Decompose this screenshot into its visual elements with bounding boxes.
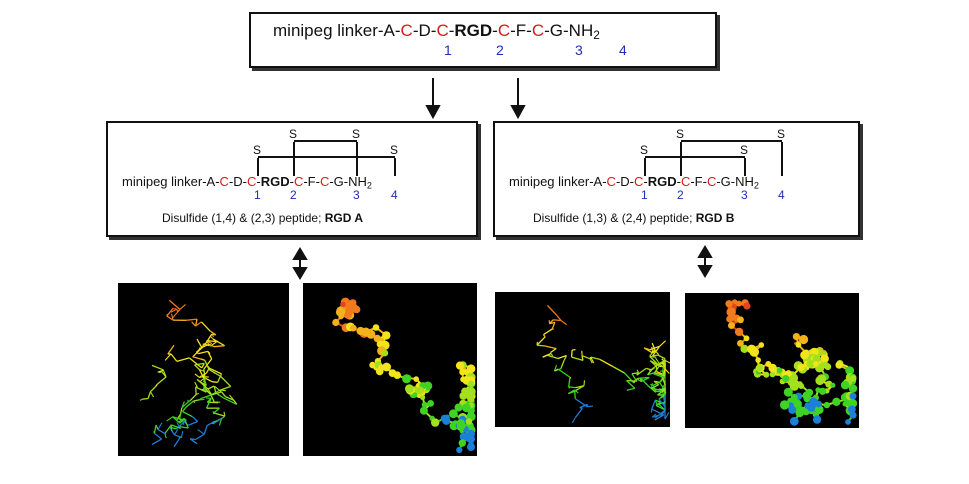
cysteine-residue: C: [633, 174, 644, 189]
rgd-b-sequence: minipeg linker-A-C-D-C-RGD-C-F-C-G-NH2: [509, 174, 759, 190]
sequence-segment: -D-: [412, 21, 437, 40]
sequence-segment: -G-NH: [716, 174, 754, 189]
cysteine-number: 4: [391, 188, 398, 202]
sequence-segment: -G-NH: [329, 174, 367, 189]
sequence-segment: -: [643, 174, 648, 189]
sequence-segment: minipeg linker-A-: [122, 174, 220, 189]
cysteine-residue: C: [400, 21, 413, 40]
cysteine-residue: C: [680, 174, 691, 189]
cysteine-residue: C: [219, 174, 229, 189]
cysteine-residue: C: [319, 174, 330, 189]
subscript: 2: [366, 180, 372, 191]
rgd-a-label: RGD A: [324, 211, 363, 225]
cysteine-residue: C: [293, 174, 304, 189]
rgd-a-caption: Disulfide (1,4) & (2,3) peptide; RGD A: [162, 211, 363, 225]
cysteine-number: 1: [641, 188, 648, 202]
cysteine-number: 2: [677, 188, 684, 202]
cysteine-number: 1: [254, 188, 261, 202]
cysteine-residue: C: [436, 21, 449, 40]
down-arrow-right: [510, 78, 526, 120]
sequence-segment: -D-: [228, 174, 247, 189]
rgd-a-box: [106, 121, 478, 237]
sequence-segment: -G-NH: [544, 21, 594, 40]
cysteine-residue: C: [497, 21, 511, 40]
sequence-segment: -F-: [510, 21, 532, 40]
cysteine-number: 3: [741, 188, 748, 202]
cysteine-residue: C: [606, 174, 616, 189]
sequence-segment: minipeg linker-A-: [273, 21, 401, 40]
sequence-segment: -: [289, 174, 294, 189]
linear-peptide-box: [249, 12, 717, 68]
cysteine-residue: C: [706, 174, 717, 189]
rgd-b-ball-stick-model: [685, 293, 859, 428]
rgd-b-caption: Disulfide (1,3) & (2,4) peptide; RGD B: [533, 211, 734, 225]
sequence-segment: -F-: [690, 174, 707, 189]
rgd-a-caption-text: Disulfide (1,4) & (2,3) peptide;: [162, 211, 322, 225]
cysteine-number: 2: [496, 42, 504, 58]
rgd-a-ball-stick-model: [303, 283, 477, 456]
rgd-b-caption-text: Disulfide (1,3) & (2,4) peptide;: [533, 211, 693, 225]
rgd-b-wireframe-model: [495, 292, 670, 427]
linear-peptide-sequence: minipeg linker-A-C-D-C-RGD-C-F-C-G-NH2: [273, 21, 600, 42]
cysteine-number: 3: [575, 42, 583, 58]
sequence-segment: -: [492, 21, 498, 40]
rgd-motif: RGD: [260, 174, 290, 189]
down-arrow-left: [425, 78, 441, 120]
sequence-segment: -D-: [615, 174, 634, 189]
sequence-segment: minipeg linker-A-: [509, 174, 607, 189]
rgd-b-label: RGD B: [695, 211, 735, 225]
sequence-segment: -: [256, 174, 261, 189]
double-arrow-left: [292, 247, 308, 280]
cysteine-number: 1: [444, 42, 452, 58]
rgd-a-sequence: minipeg linker-A-C-D-C-RGD-C-F-C-G-NH2: [122, 174, 372, 190]
cysteine-number: 2: [290, 188, 297, 202]
sequence-segment: -F-: [303, 174, 320, 189]
cysteine-residue: C: [531, 21, 545, 40]
cysteine-residue: C: [246, 174, 257, 189]
rgd-motif: RGD: [454, 21, 493, 40]
subscript: 2: [753, 180, 759, 191]
sequence-segment: -: [448, 21, 455, 40]
double-arrow-right: [697, 245, 713, 278]
rgd-b-box: [493, 121, 860, 237]
subscript: 2: [593, 27, 600, 42]
cysteine-number: 4: [619, 42, 627, 58]
cysteine-number: 4: [778, 188, 785, 202]
cysteine-number: 3: [353, 188, 360, 202]
sequence-segment: -: [676, 174, 681, 189]
rgd-motif: RGD: [647, 174, 677, 189]
rgd-a-wireframe-model: [118, 283, 289, 456]
